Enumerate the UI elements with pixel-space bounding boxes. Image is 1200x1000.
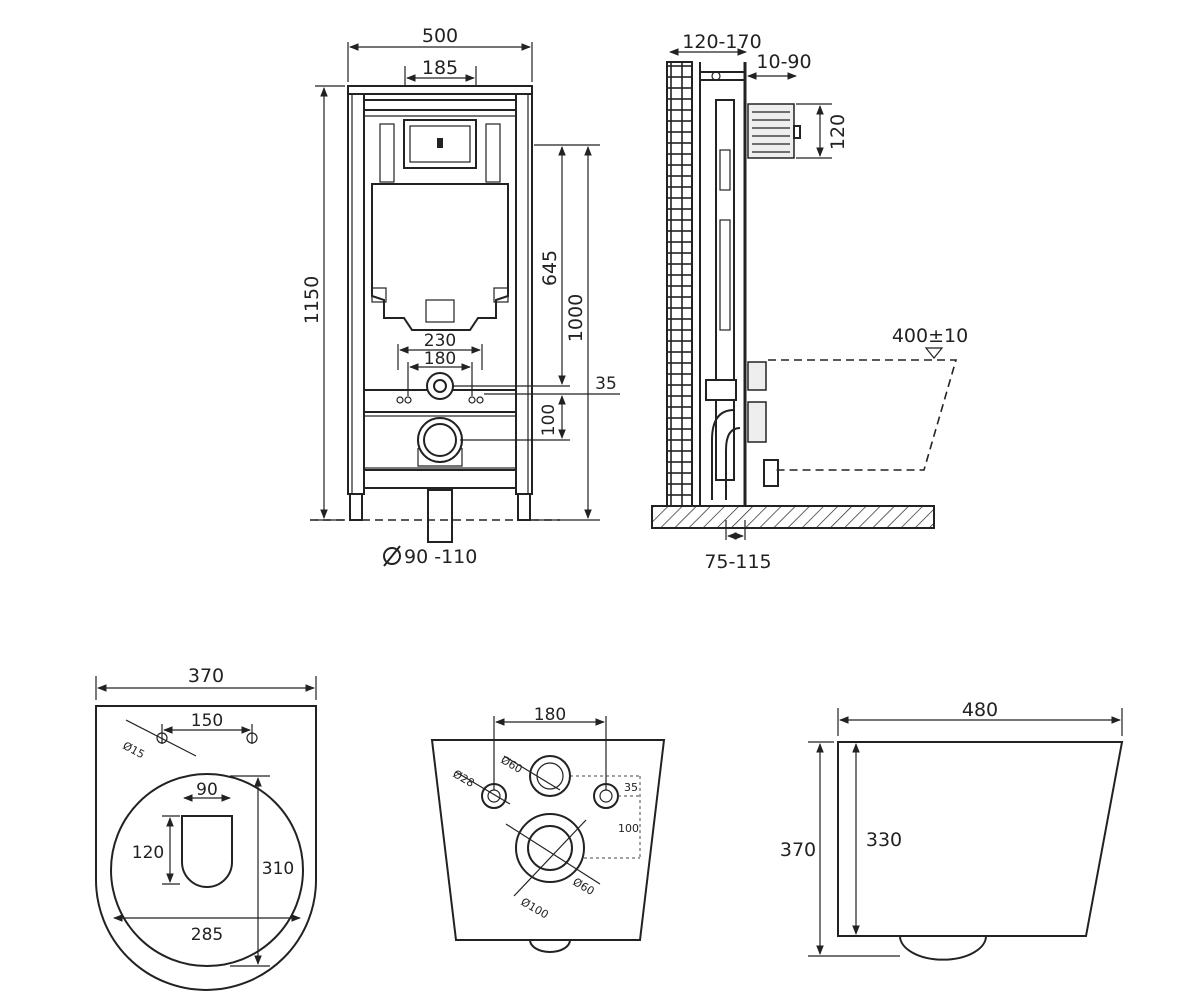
bowl-top-view: 370 150 Ø15 90 120 310 285 [95, 665, 317, 991]
dim-120: 120 [827, 114, 849, 150]
dim-1000: 1000 [565, 294, 587, 342]
dim-400-10: 400±10 [892, 325, 968, 347]
dim-35: 35 [595, 374, 617, 394]
dim-100: 100 [539, 404, 559, 436]
frame-side-view: 120-170 10-90 120 400±10 75-115 [651, 31, 968, 573]
dim-top-310: 310 [262, 859, 294, 879]
dim-top-90: 90 [196, 780, 218, 800]
frame-front-view: 500 185 [301, 25, 620, 568]
dim-rear-d100: Ø100 [519, 895, 551, 921]
dim-645: 645 [539, 250, 561, 286]
dim-prof-330: 330 [866, 829, 902, 851]
dim-rear-d28: Ø28 [451, 767, 477, 790]
dim-120-170: 120-170 [682, 31, 761, 53]
bowl-rear-view: 180 Ø28 Ø60 35 100 Ø60 Ø100 [430, 705, 666, 953]
dim-prof-370: 370 [780, 839, 816, 861]
dim-top-150: 150 [191, 711, 223, 731]
dim-top-120: 120 [132, 843, 164, 863]
dim-top-285: 285 [191, 925, 223, 945]
dim-75-115: 75-115 [704, 551, 771, 573]
dim-prof-480: 480 [962, 699, 998, 721]
dim-10-90: 10-90 [756, 51, 811, 73]
dim-rear-180: 180 [534, 705, 566, 725]
dim-rear-d60: Ø60 [499, 753, 525, 776]
dim-button-width: 185 [422, 57, 458, 79]
bowl-side-profile: 480 370 330 [780, 699, 1124, 961]
dim-top-d15: Ø15 [121, 739, 147, 761]
dim-frame-height: 1150 [301, 276, 323, 324]
dim-frame-width: 500 [422, 25, 458, 47]
dim-rear-35: 35 [624, 781, 638, 794]
dim-230: 230 [424, 331, 456, 351]
dim-rear-100: 100 [618, 822, 639, 835]
dim-180: 180 [424, 349, 456, 369]
dim-pipe-diameter: 90 -110 [404, 546, 477, 568]
dim-top-370: 370 [188, 665, 224, 687]
